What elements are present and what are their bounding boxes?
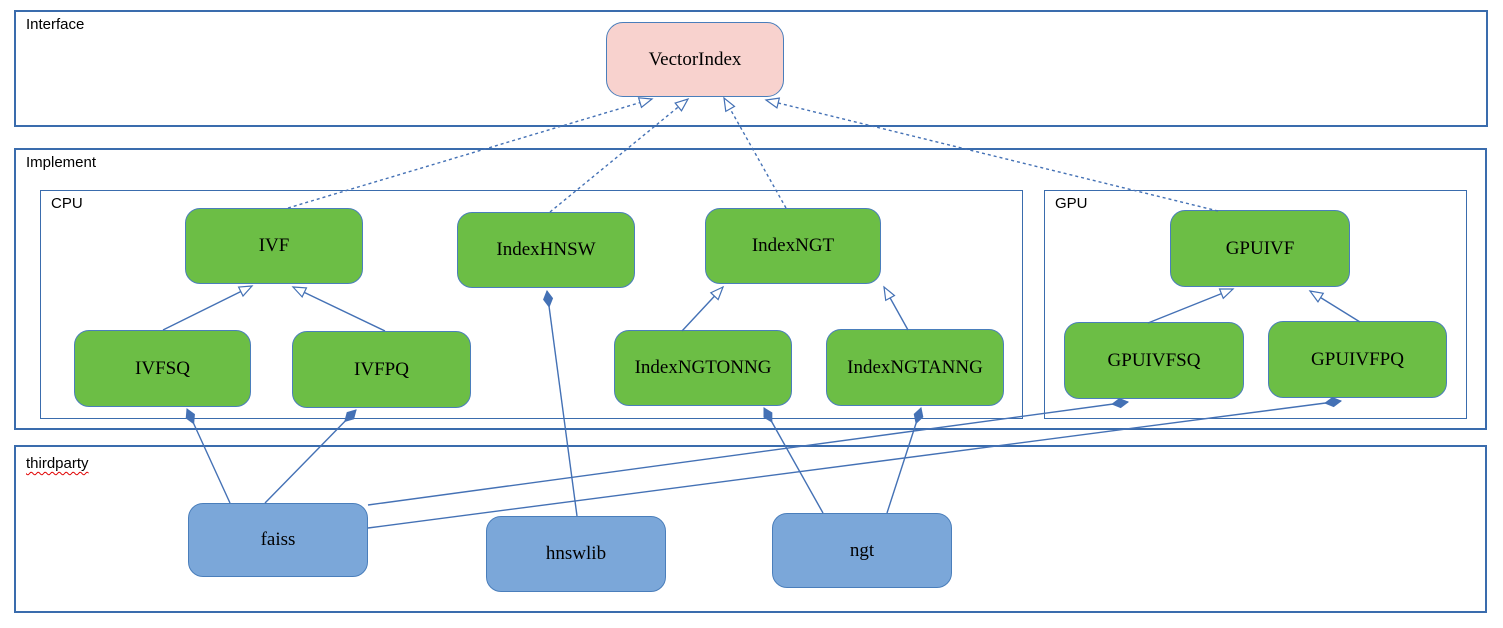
node-ivf[interactable]: IVF [185,208,363,284]
node-ivfpq[interactable]: IVFPQ [292,331,471,408]
node-hnswlib-label: hnswlib [545,543,607,564]
node-indexngt-label: IndexNGT [751,235,835,256]
container-gpu-label: GPU [1055,195,1088,212]
node-faiss-label: faiss [260,529,296,550]
node-ivfsq[interactable]: IVFSQ [74,330,251,407]
container-cpu-label: CPU [51,195,83,212]
container-thirdparty-label: thirdparty [26,455,89,472]
node-indexhnsw-label: IndexHNSW [496,239,596,260]
node-gpuivfsq[interactable]: GPUIVFSQ [1064,322,1244,399]
container-implement-label: Implement [26,154,97,171]
node-hnswlib[interactable]: hnswlib [486,516,666,592]
node-vectorindex-label: VectorIndex [648,48,742,70]
node-gpuivfpq[interactable]: GPUIVFPQ [1268,321,1447,398]
container-interface-label: Interface [26,16,85,33]
node-gpuivf[interactable]: GPUIVF [1170,210,1350,287]
node-vectorindex[interactable]: VectorIndex [606,22,784,97]
node-indexngtonng[interactable]: IndexNGTONNG [614,330,792,406]
node-ivfpq-label: IVFPQ [354,358,409,380]
node-ivf-label: IVF [258,235,290,256]
node-gpuivfpq-label: GPUIVFPQ [1311,348,1404,370]
node-indexngtanng[interactable]: IndexNGTANNG [826,329,1004,406]
node-indexngtonng-label: IndexNGTONNG [634,357,772,378]
node-ngt[interactable]: ngt [772,513,952,588]
node-indexngt[interactable]: IndexNGT [705,208,881,284]
node-indexhnsw[interactable]: IndexHNSW [457,212,635,288]
node-ivfsq-label: IVFSQ [135,357,190,379]
node-gpuivf-label: GPUIVF [1225,237,1295,259]
node-ngt-label: ngt [849,539,875,561]
node-faiss[interactable]: faiss [188,503,368,577]
node-indexngtanng-label: IndexNGTANNG [847,356,983,378]
node-gpuivfsq-label: GPUIVFSQ [1107,349,1201,371]
